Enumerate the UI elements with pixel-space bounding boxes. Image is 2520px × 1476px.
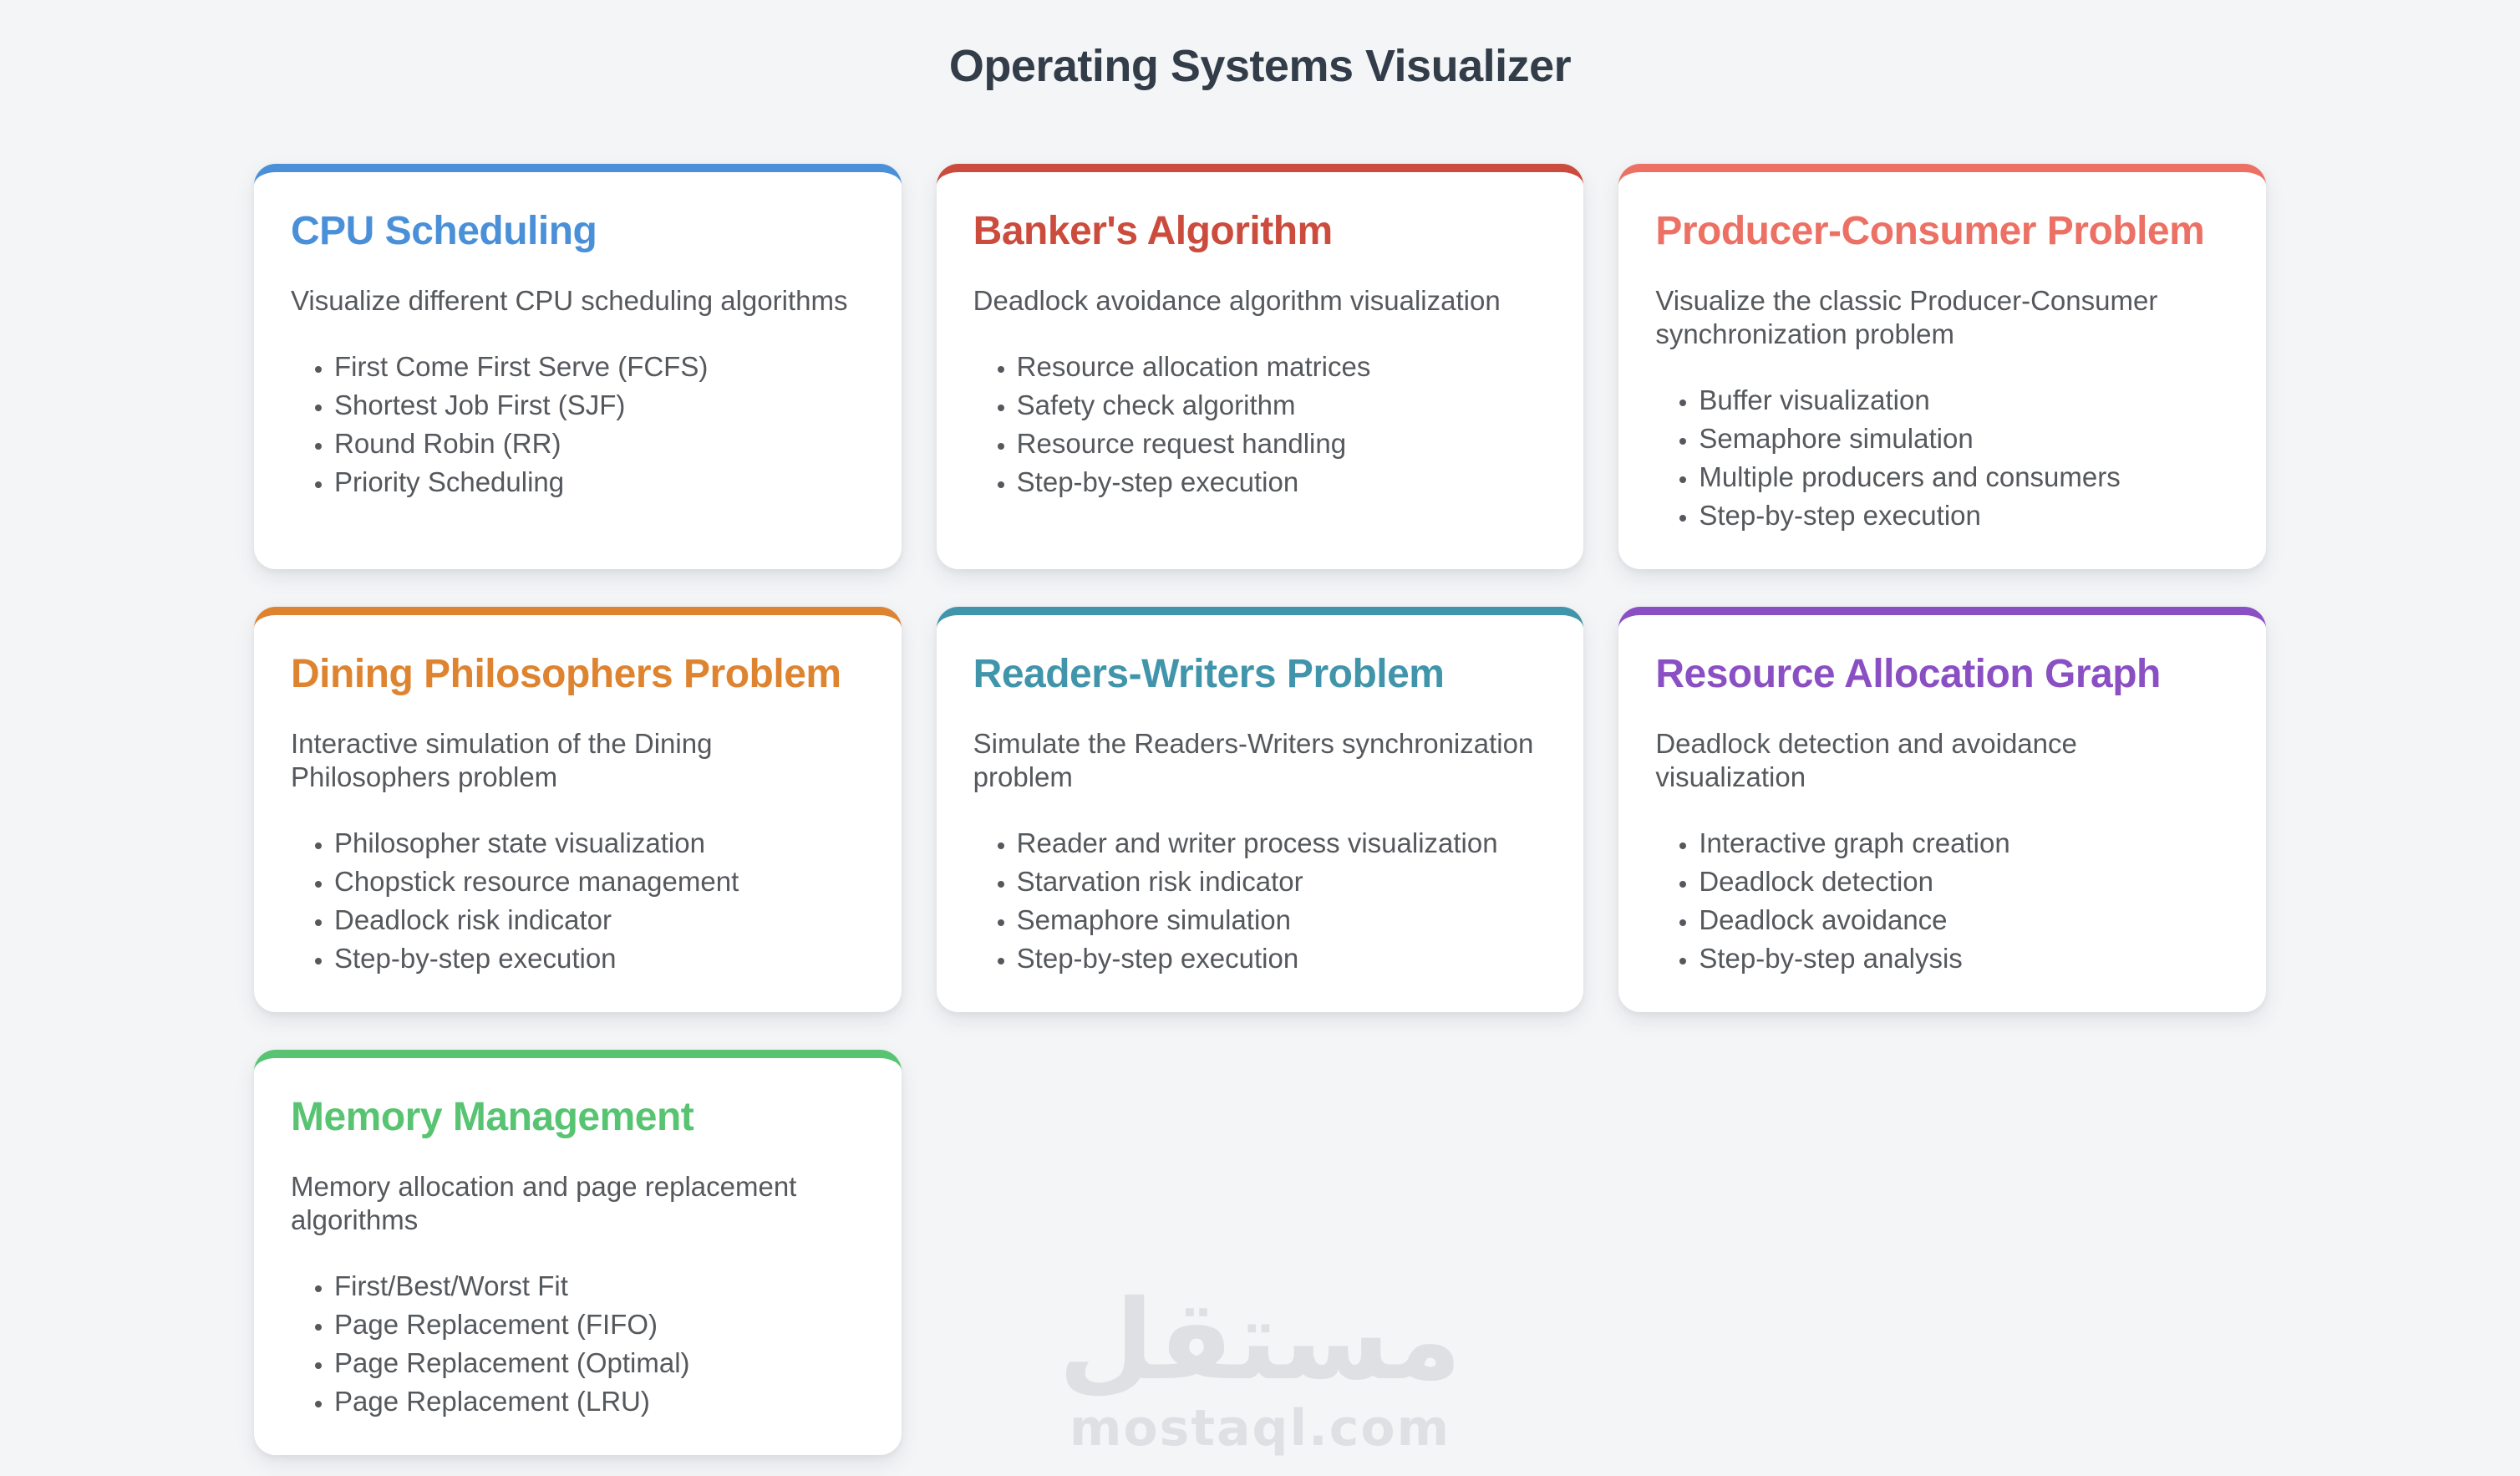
feature-item: Step-by-step execution (1017, 939, 1544, 978)
card-feature-list: First Come First Serve (FCFS) Shortest J… (291, 348, 861, 501)
feature-item: Deadlock risk indicator (334, 901, 861, 939)
feature-item: Deadlock detection (1699, 863, 2226, 901)
card-producer-consumer[interactable]: Producer-Consumer Problem Visualize the … (1618, 164, 2266, 569)
card-description: Interactive simulation of the Dining Phi… (291, 727, 713, 792)
feature-item: Semaphore simulation (1017, 901, 1544, 939)
card-description: Deadlock detection and avoidance visuali… (1655, 727, 2077, 792)
card-feature-list: Buffer visualization Semaphore simulatio… (1655, 381, 2226, 535)
card-title: Banker's Algorithm (973, 209, 1334, 253)
card-description: Visualize the classic Producer-Consumer … (1655, 284, 2158, 349)
feature-item: Resource allocation matrices (1017, 348, 1544, 386)
card-description: Deadlock avoidance algorithm visualizati… (973, 284, 1501, 316)
card-feature-list: First/Best/Worst Fit Page Replacement (F… (291, 1267, 861, 1421)
card-grid: CPU Scheduling Visualize different CPU s… (254, 164, 2266, 1455)
feature-item: Starvation risk indicator (1017, 863, 1544, 901)
feature-item: Step-by-step execution (334, 939, 861, 978)
card-memory-management[interactable]: Memory Management Memory allocation and … (254, 1050, 902, 1455)
feature-item: Shortest Job First (SJF) (334, 386, 861, 425)
card-bankers-algorithm[interactable]: Banker's Algorithm Deadlock avoidance al… (936, 164, 1584, 569)
feature-item: Priority Scheduling (334, 463, 861, 501)
feature-item: First Come First Serve (FCFS) (334, 348, 861, 386)
card-feature-list: Reader and writer process visualization … (973, 824, 1544, 978)
card-dining-philosophers[interactable]: Dining Philosophers Problem Interactive … (254, 607, 902, 1012)
page-title: Operating Systems Visualizer (948, 41, 1572, 91)
feature-item: Chopstick resource management (334, 863, 861, 901)
feature-item: Buffer visualization (1699, 381, 2226, 420)
feature-item: Page Replacement (FIFO) (334, 1305, 861, 1344)
feature-item: Step-by-step analysis (1699, 939, 2226, 978)
card-feature-list: Philosopher state visualization Chopstic… (291, 824, 861, 978)
card-description: Simulate the Readers-Writers synchroniza… (973, 727, 1534, 792)
feature-item: Page Replacement (Optimal) (334, 1344, 861, 1382)
feature-item: Deadlock avoidance (1699, 901, 2226, 939)
feature-item: Page Replacement (LRU) (334, 1382, 861, 1421)
card-resource-allocation-graph[interactable]: Resource Allocation Graph Deadlock detec… (1618, 607, 2266, 1012)
card-feature-list: Resource allocation matrices Safety chec… (973, 348, 1544, 501)
feature-item: Multiple producers and consumers (1699, 458, 2226, 496)
feature-item: Semaphore simulation (1699, 420, 2226, 458)
card-title: Dining Philosophers Problem (291, 652, 841, 696)
card-title: Resource Allocation Graph (1655, 652, 2161, 696)
card-feature-list: Interactive graph creation Deadlock dete… (1655, 824, 2226, 978)
feature-item: Round Robin (RR) (334, 425, 861, 463)
card-title: Producer-Consumer Problem (1655, 209, 2205, 253)
card-title: Readers-Writers Problem (973, 652, 1445, 696)
feature-item: Resource request handling (1017, 425, 1544, 463)
feature-item: Philosopher state visualization (334, 824, 861, 863)
card-description: Memory allocation and page replacement a… (291, 1170, 797, 1235)
feature-item: Interactive graph creation (1699, 824, 2226, 863)
card-title: Memory Management (291, 1095, 694, 1139)
feature-item: Step-by-step execution (1017, 463, 1544, 501)
card-cpu-scheduling[interactable]: CPU Scheduling Visualize different CPU s… (254, 164, 902, 569)
card-readers-writers[interactable]: Readers-Writers Problem Simulate the Rea… (936, 607, 1584, 1012)
feature-item: First/Best/Worst Fit (334, 1267, 861, 1305)
card-description: Visualize different CPU scheduling algor… (291, 284, 848, 316)
feature-item: Step-by-step execution (1699, 496, 2226, 535)
feature-item: Safety check algorithm (1017, 386, 1544, 425)
card-title: CPU Scheduling (291, 209, 597, 253)
feature-item: Reader and writer process visualization (1017, 824, 1544, 863)
